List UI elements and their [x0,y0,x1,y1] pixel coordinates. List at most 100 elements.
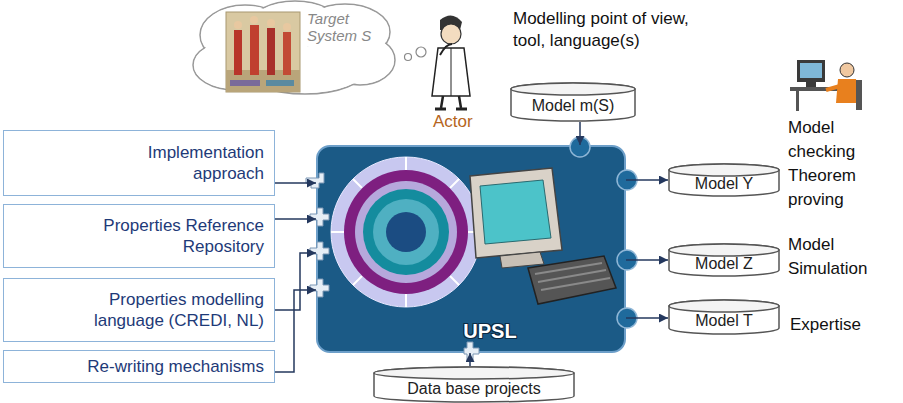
database-cylinder: Data base projects [373,366,575,403]
ring-outer [331,157,481,307]
input-box: Properties modelling language (CREDI, NL… [3,278,275,342]
plus-socket [464,342,479,360]
picture-figure [234,30,242,75]
actor-head [441,24,461,44]
ring-segments [331,157,481,307]
actor-label: Actor [433,111,493,133]
cylinder-top [669,244,779,256]
picture-figure [283,32,291,75]
round-socket [617,250,637,270]
ring-lavender [355,181,457,283]
picture-detail [266,80,294,86]
concentric-rings [331,157,481,307]
connector-arrow [275,182,316,184]
picture-frame [226,12,300,92]
connector-arrow [626,259,668,261]
round-socket [570,137,590,157]
picture-head [250,16,258,24]
monitor-base [500,252,544,268]
connector-arrow [275,253,316,310]
node-text: Implementation approach [114,142,264,184]
picture-figure [267,28,275,75]
use-note: Model checking Theorem proving [788,116,878,212]
node-text: Model T [695,311,753,330]
actor-legs [441,96,461,108]
user-chair [856,80,862,110]
user-desk-leg [796,91,799,111]
user-screen [800,63,822,78]
connector-arrow [626,317,668,319]
thought-bubble [405,54,412,61]
keyboard [528,256,616,304]
actor-arm [440,44,452,55]
cylinder-body [511,83,635,121]
picture-figure [250,25,259,75]
model-cylinder: Model Z [668,243,780,277]
input-sockets [306,173,479,360]
keyboard-keys [535,263,610,290]
picture-head [234,21,242,29]
ring-light-teal [373,199,439,265]
cylinder-top [511,83,635,95]
user-desk [790,87,840,91]
cylinder-body [669,300,779,334]
cylinder-body [374,367,574,402]
connector-arrow [579,122,581,145]
picture-head [283,23,291,31]
user-body [836,79,859,103]
cylinder-top [669,164,779,176]
ring-teal [363,189,449,275]
node-text: Re-writing mechanisms [87,356,264,377]
model-cylinder: Model T [668,299,780,335]
node-text: Model m(S) [532,96,615,115]
node-text: Data base projects [407,379,540,398]
actor-hair [440,15,462,30]
plus-socket [310,242,329,260]
connector-arrow [275,218,316,220]
computer-user-icon [790,60,862,111]
cloud-outline [185,0,400,95]
node-text: Target System S [307,10,389,44]
cylinder-body [669,244,779,276]
monitor-screen [480,180,551,244]
actor-coat-line [451,48,452,96]
cloud-fill [194,41,276,89]
ring-core [386,212,426,252]
actor-coat [432,48,470,96]
platform-box: UPSL [316,145,626,353]
actor-shoes [435,108,467,111]
node-text: UPSL [455,319,525,343]
plus-socket [306,173,324,188]
connector-arrow [469,353,471,366]
target-picture [226,12,300,92]
plus-socket [310,279,329,297]
user-head [840,63,854,77]
connector-arrow [626,179,668,181]
user-monitor-stand [806,82,816,87]
picture-head [267,19,275,27]
thought-bubble [416,47,426,57]
use-note: Expertise [790,314,890,336]
input-box: Properties Reference Repository [3,204,275,268]
user-arm [826,86,840,90]
model-cylinder: Model m(S) [510,82,636,122]
node-text: Properties Reference Repository [89,215,264,257]
round-socket [617,308,637,328]
viewpoint-note: Modelling point of view, tool, language(… [513,8,698,52]
monitor-body [470,168,562,258]
cloud-shape: Target System S [185,0,400,95]
ring-purple [344,170,468,294]
model-cylinder: Model Y [668,163,780,197]
picture-detail [230,80,260,86]
plus-socket [310,208,329,226]
node-text: Model Z [695,254,753,273]
cylinder-top [669,300,779,312]
use-note: Model Simulation [788,233,888,281]
input-box: Implementation approach [3,130,275,196]
actor-figure [432,15,470,109]
picture-ground [226,70,300,92]
connector-arrow [275,290,316,372]
input-box: Re-writing mechanisms [3,350,275,383]
round-socket [617,170,637,190]
